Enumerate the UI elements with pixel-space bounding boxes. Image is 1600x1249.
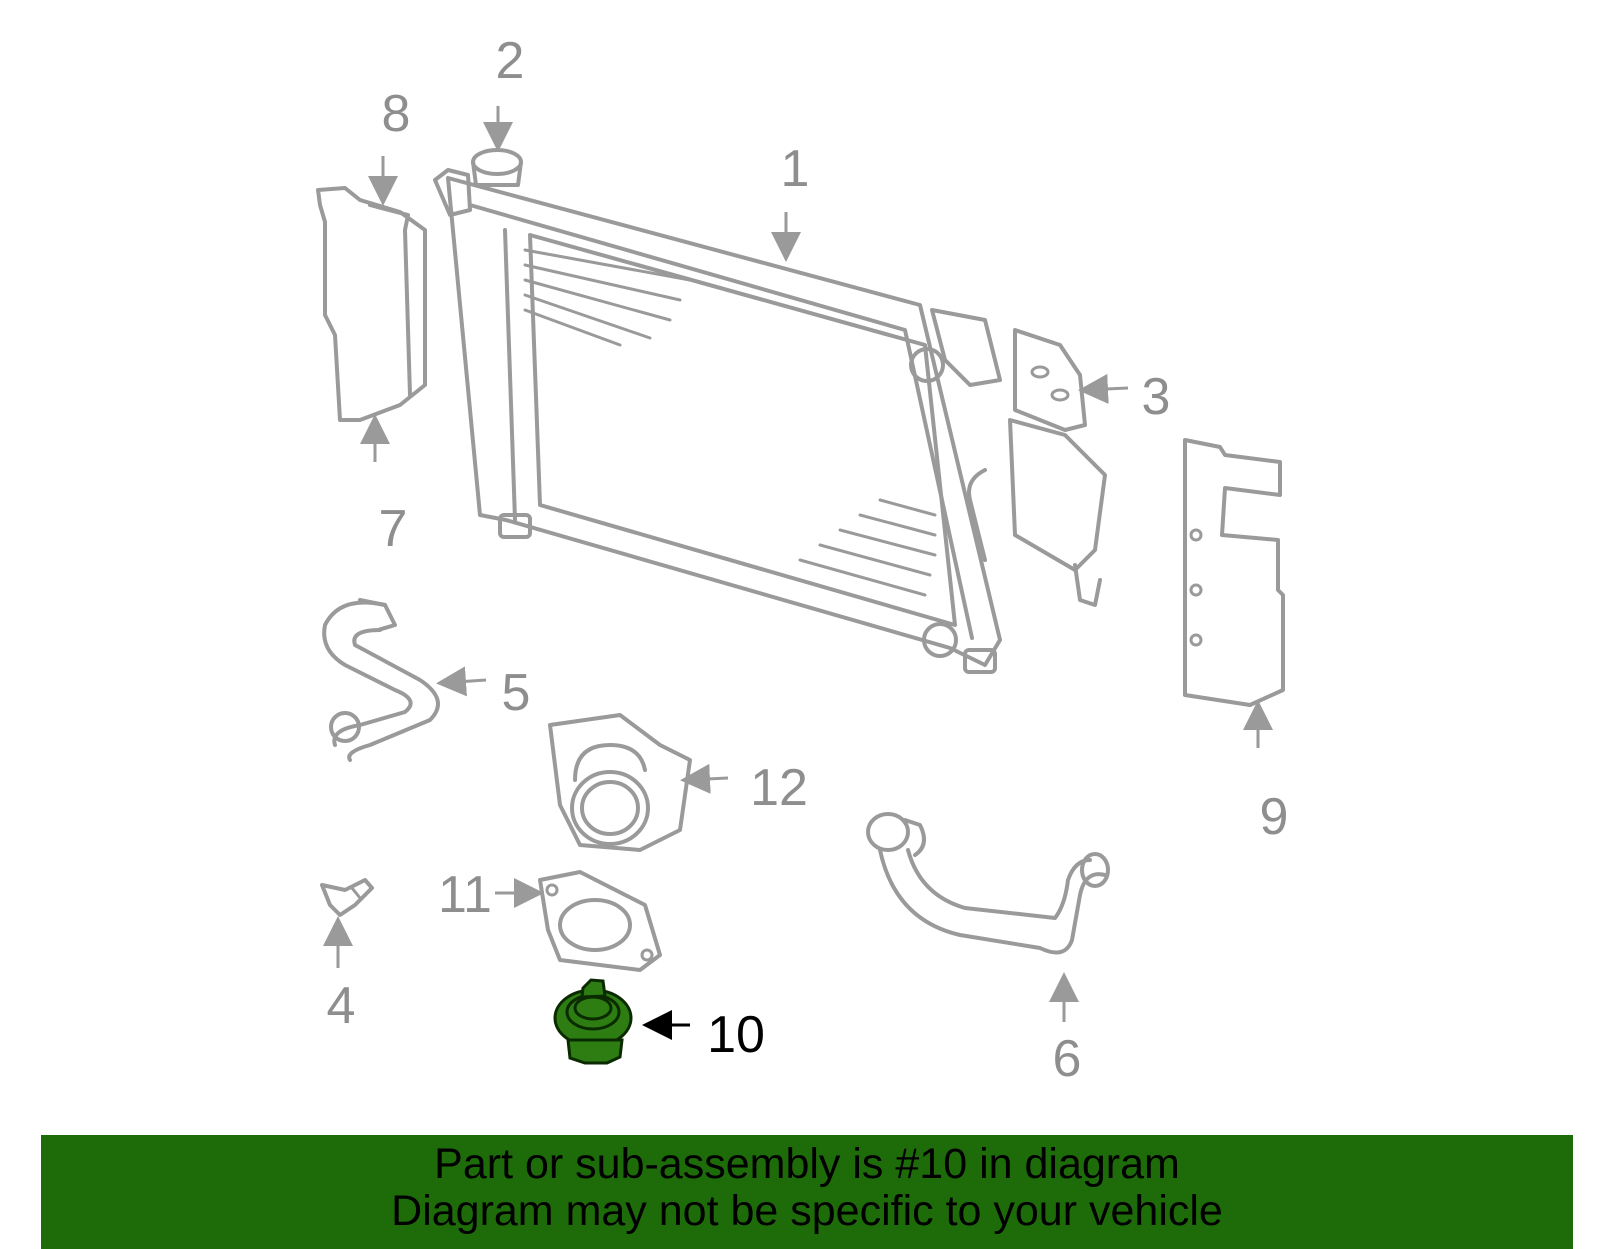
callout-12: 12 bbox=[750, 759, 808, 817]
callout-arrow-5 bbox=[436, 666, 487, 697]
callout-5: 5 bbox=[502, 664, 531, 722]
callout-arrow-3 bbox=[1078, 373, 1129, 404]
callout-9: 9 bbox=[1260, 788, 1289, 846]
hose-5-part bbox=[322, 598, 440, 762]
callout-7: 7 bbox=[379, 500, 408, 558]
hose-6-part bbox=[866, 812, 1110, 955]
radiator-cap-part bbox=[471, 148, 523, 187]
callout-6: 6 bbox=[1053, 1030, 1082, 1088]
thermostat-part-highlighted bbox=[553, 978, 633, 1065]
bolt-part bbox=[320, 878, 374, 917]
callout-11: 11 bbox=[438, 866, 492, 924]
thermostat-housing-part bbox=[548, 713, 692, 852]
callout-3: 3 bbox=[1142, 368, 1171, 426]
air-deflector-left-part bbox=[316, 186, 427, 422]
callout-4: 4 bbox=[327, 977, 356, 1035]
banner-part-number-text: Part or sub-assembly is #10 in diagram bbox=[434, 1140, 1180, 1188]
air-deflector-right-part bbox=[1183, 438, 1285, 707]
radiator-part bbox=[433, 168, 1002, 674]
part-info-banner: Part or sub-assembly is #10 in diagram D… bbox=[41, 1135, 1573, 1249]
bracket-part bbox=[1008, 328, 1107, 607]
callout-2: 2 bbox=[496, 32, 525, 90]
callout-8: 8 bbox=[382, 85, 411, 143]
banner-disclaimer-text: Diagram may not be specific to your vehi… bbox=[391, 1187, 1223, 1235]
callout-1: 1 bbox=[781, 140, 810, 198]
gasket-part bbox=[538, 870, 662, 972]
callout-10: 10 bbox=[707, 1006, 765, 1064]
callout-arrow-12 bbox=[680, 763, 729, 794]
